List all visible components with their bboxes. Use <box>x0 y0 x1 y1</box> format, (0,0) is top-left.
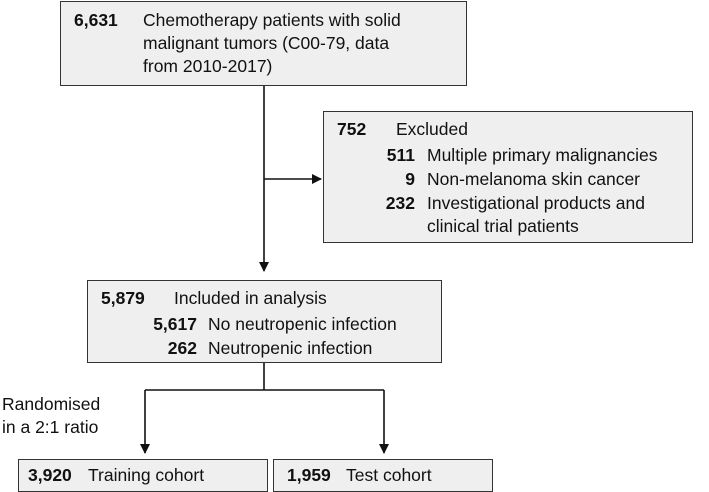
test-count: 1,959 <box>287 465 331 485</box>
included-label: Included in analysis <box>174 288 327 308</box>
excluded-count: 752 <box>337 119 367 139</box>
included-count: 5,879 <box>101 288 145 308</box>
excluded-box <box>323 111 693 243</box>
excluded-item-count: 232 <box>385 193 415 213</box>
included-item-count: 262 <box>167 338 197 358</box>
total-label-line3: from 2010-2017) <box>143 56 273 76</box>
total-label-line2: malignant tumors (C00-79, data <box>143 33 390 53</box>
included-box <box>87 280 442 363</box>
included-item-label: Neutropenic infection <box>208 338 373 358</box>
included-item-count: 5,617 <box>153 314 197 334</box>
training-label: Training cohort <box>88 465 205 485</box>
total-label-line1: Chemotherapy patients with solid <box>143 10 401 30</box>
test-label: Test cohort <box>346 465 432 485</box>
test-cohort-box <box>273 459 493 492</box>
excluded-item-label: Non-melanoma skin cancer <box>427 169 641 189</box>
excluded-item-label: Multiple primary malignancies <box>427 145 658 165</box>
total-count: 6,631 <box>74 10 118 30</box>
excluded-item-count: 511 <box>386 145 415 165</box>
randomised-label-line2: in a 2:1 ratio <box>2 417 99 437</box>
randomised-label-line1: Randomised <box>2 394 101 414</box>
excluded-label: Excluded <box>396 119 468 139</box>
excluded-item-label-line1: Investigational products and <box>427 193 645 213</box>
excluded-item-label-line2: clinical trial patients <box>427 216 579 236</box>
included-item-label: No neutropenic infection <box>208 314 397 334</box>
excluded-item-count: 9 <box>405 169 415 189</box>
training-count: 3,920 <box>28 465 72 485</box>
total-box <box>60 1 467 86</box>
